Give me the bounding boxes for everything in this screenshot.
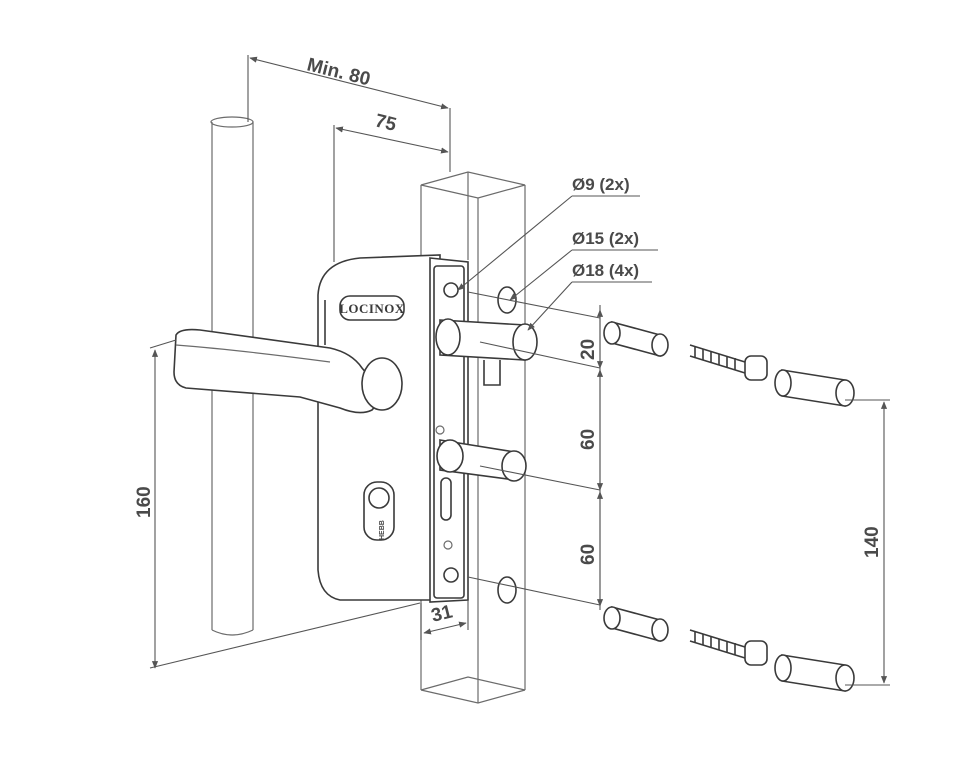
dimension-label-min-80: Min. 80	[305, 54, 373, 90]
dimension-label-60-bottom: 60	[578, 544, 599, 565]
dimension-label-20: 20	[578, 339, 599, 360]
callout-hole-18: Ø18 (4x)	[572, 261, 639, 280]
dimension-label-75: 75	[373, 110, 399, 136]
dimension-label-160: 160	[134, 486, 155, 518]
dimension-label-140: 140	[862, 526, 883, 558]
dimension-arrows	[151, 56, 888, 684]
dimension-label-60-top: 60	[578, 429, 599, 450]
key-cylinder: HEBB	[363, 481, 395, 541]
lever-handle	[173, 328, 403, 414]
callout-hole-9: Ø9 (2x)	[572, 175, 630, 194]
callout-leaders	[457, 195, 658, 331]
fixing-set-top	[603, 320, 855, 407]
lock-body: LOCINOX	[317, 254, 469, 603]
fixing-set-bottom	[603, 605, 855, 692]
brand-logo: LOCINOX	[339, 301, 405, 316]
callout-hole-15: Ø15 (2x)	[572, 229, 639, 248]
dimension-label-31: 31	[429, 601, 455, 627]
cylinder-mark: HEBB	[379, 520, 386, 540]
